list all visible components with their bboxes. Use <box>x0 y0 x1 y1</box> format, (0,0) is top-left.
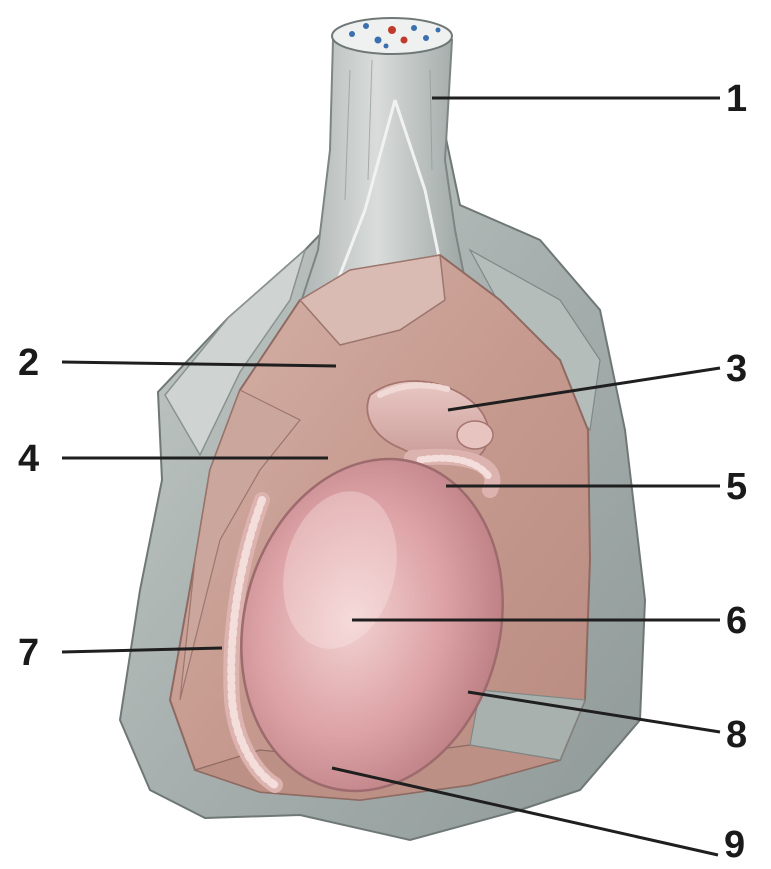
label-1: 1 <box>726 80 747 118</box>
label-5: 5 <box>726 468 747 506</box>
label-8: 8 <box>726 716 747 754</box>
label-4: 4 <box>18 440 39 478</box>
appendix <box>457 421 493 449</box>
label-6: 6 <box>726 602 747 640</box>
label-7: 7 <box>18 634 39 672</box>
label-2: 2 <box>18 344 39 382</box>
label-3: 3 <box>726 350 747 388</box>
label-9: 9 <box>724 826 745 864</box>
